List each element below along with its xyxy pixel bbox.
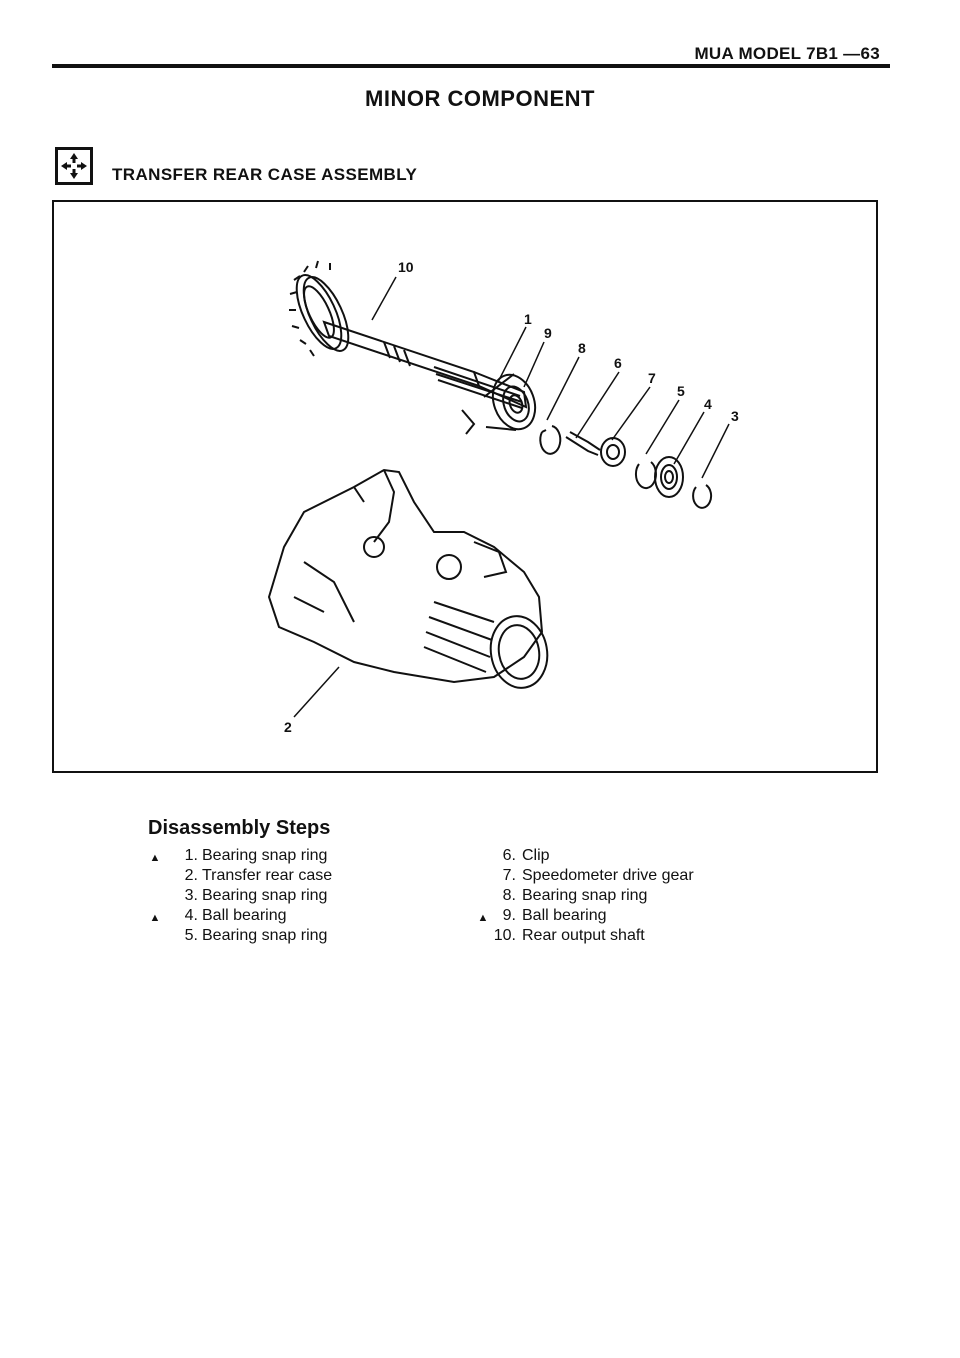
- callout-3: 3: [731, 408, 739, 424]
- disassembly-steps-title: Disassembly Steps: [148, 817, 331, 839]
- callout-10: 10: [398, 259, 414, 275]
- subheading: TRANSFER REAR CASE ASSEMBLY: [112, 165, 418, 184]
- ball-bearing-4-drawing: [654, 456, 684, 498]
- disassembly-arrows-icon: [55, 147, 93, 185]
- output-shaft-drawing: [322, 320, 528, 409]
- callout-6: 6: [614, 355, 622, 371]
- snap-ring-8-drawing: [539, 425, 562, 455]
- callout-1: 1: [524, 311, 532, 327]
- callout-7: 7: [648, 370, 656, 386]
- callout-9: 9: [544, 325, 552, 341]
- triangle-marker-icon: ▲: [149, 852, 161, 864]
- speedometer-gear-7-drawing: [600, 437, 626, 467]
- ball-bearing-9-drawing: [461, 373, 537, 435]
- callout-2: 2: [284, 719, 292, 735]
- callout-4: 4: [704, 396, 712, 412]
- transfer-rear-case-drawing: [267, 468, 549, 689]
- snap-ring-3-drawing: [692, 484, 713, 509]
- running-header: MUA MODEL 7B1 —63: [694, 44, 880, 63]
- clip-6-drawing: [565, 431, 601, 456]
- callout-5: 5: [677, 383, 685, 399]
- snap-ring-5-drawing: [634, 461, 657, 490]
- triangle-marker-icon: ▲: [149, 912, 161, 924]
- callout-8: 8: [578, 340, 586, 356]
- triangle-marker-icon: ▲: [477, 912, 489, 924]
- exploded-view-figure: 10 1 9 8 6 7 5 4 3 2: [52, 200, 878, 773]
- callout-leader-lines: [293, 276, 730, 718]
- header-rule: [52, 64, 890, 68]
- section-title: MINOR COMPONENT: [365, 86, 595, 111]
